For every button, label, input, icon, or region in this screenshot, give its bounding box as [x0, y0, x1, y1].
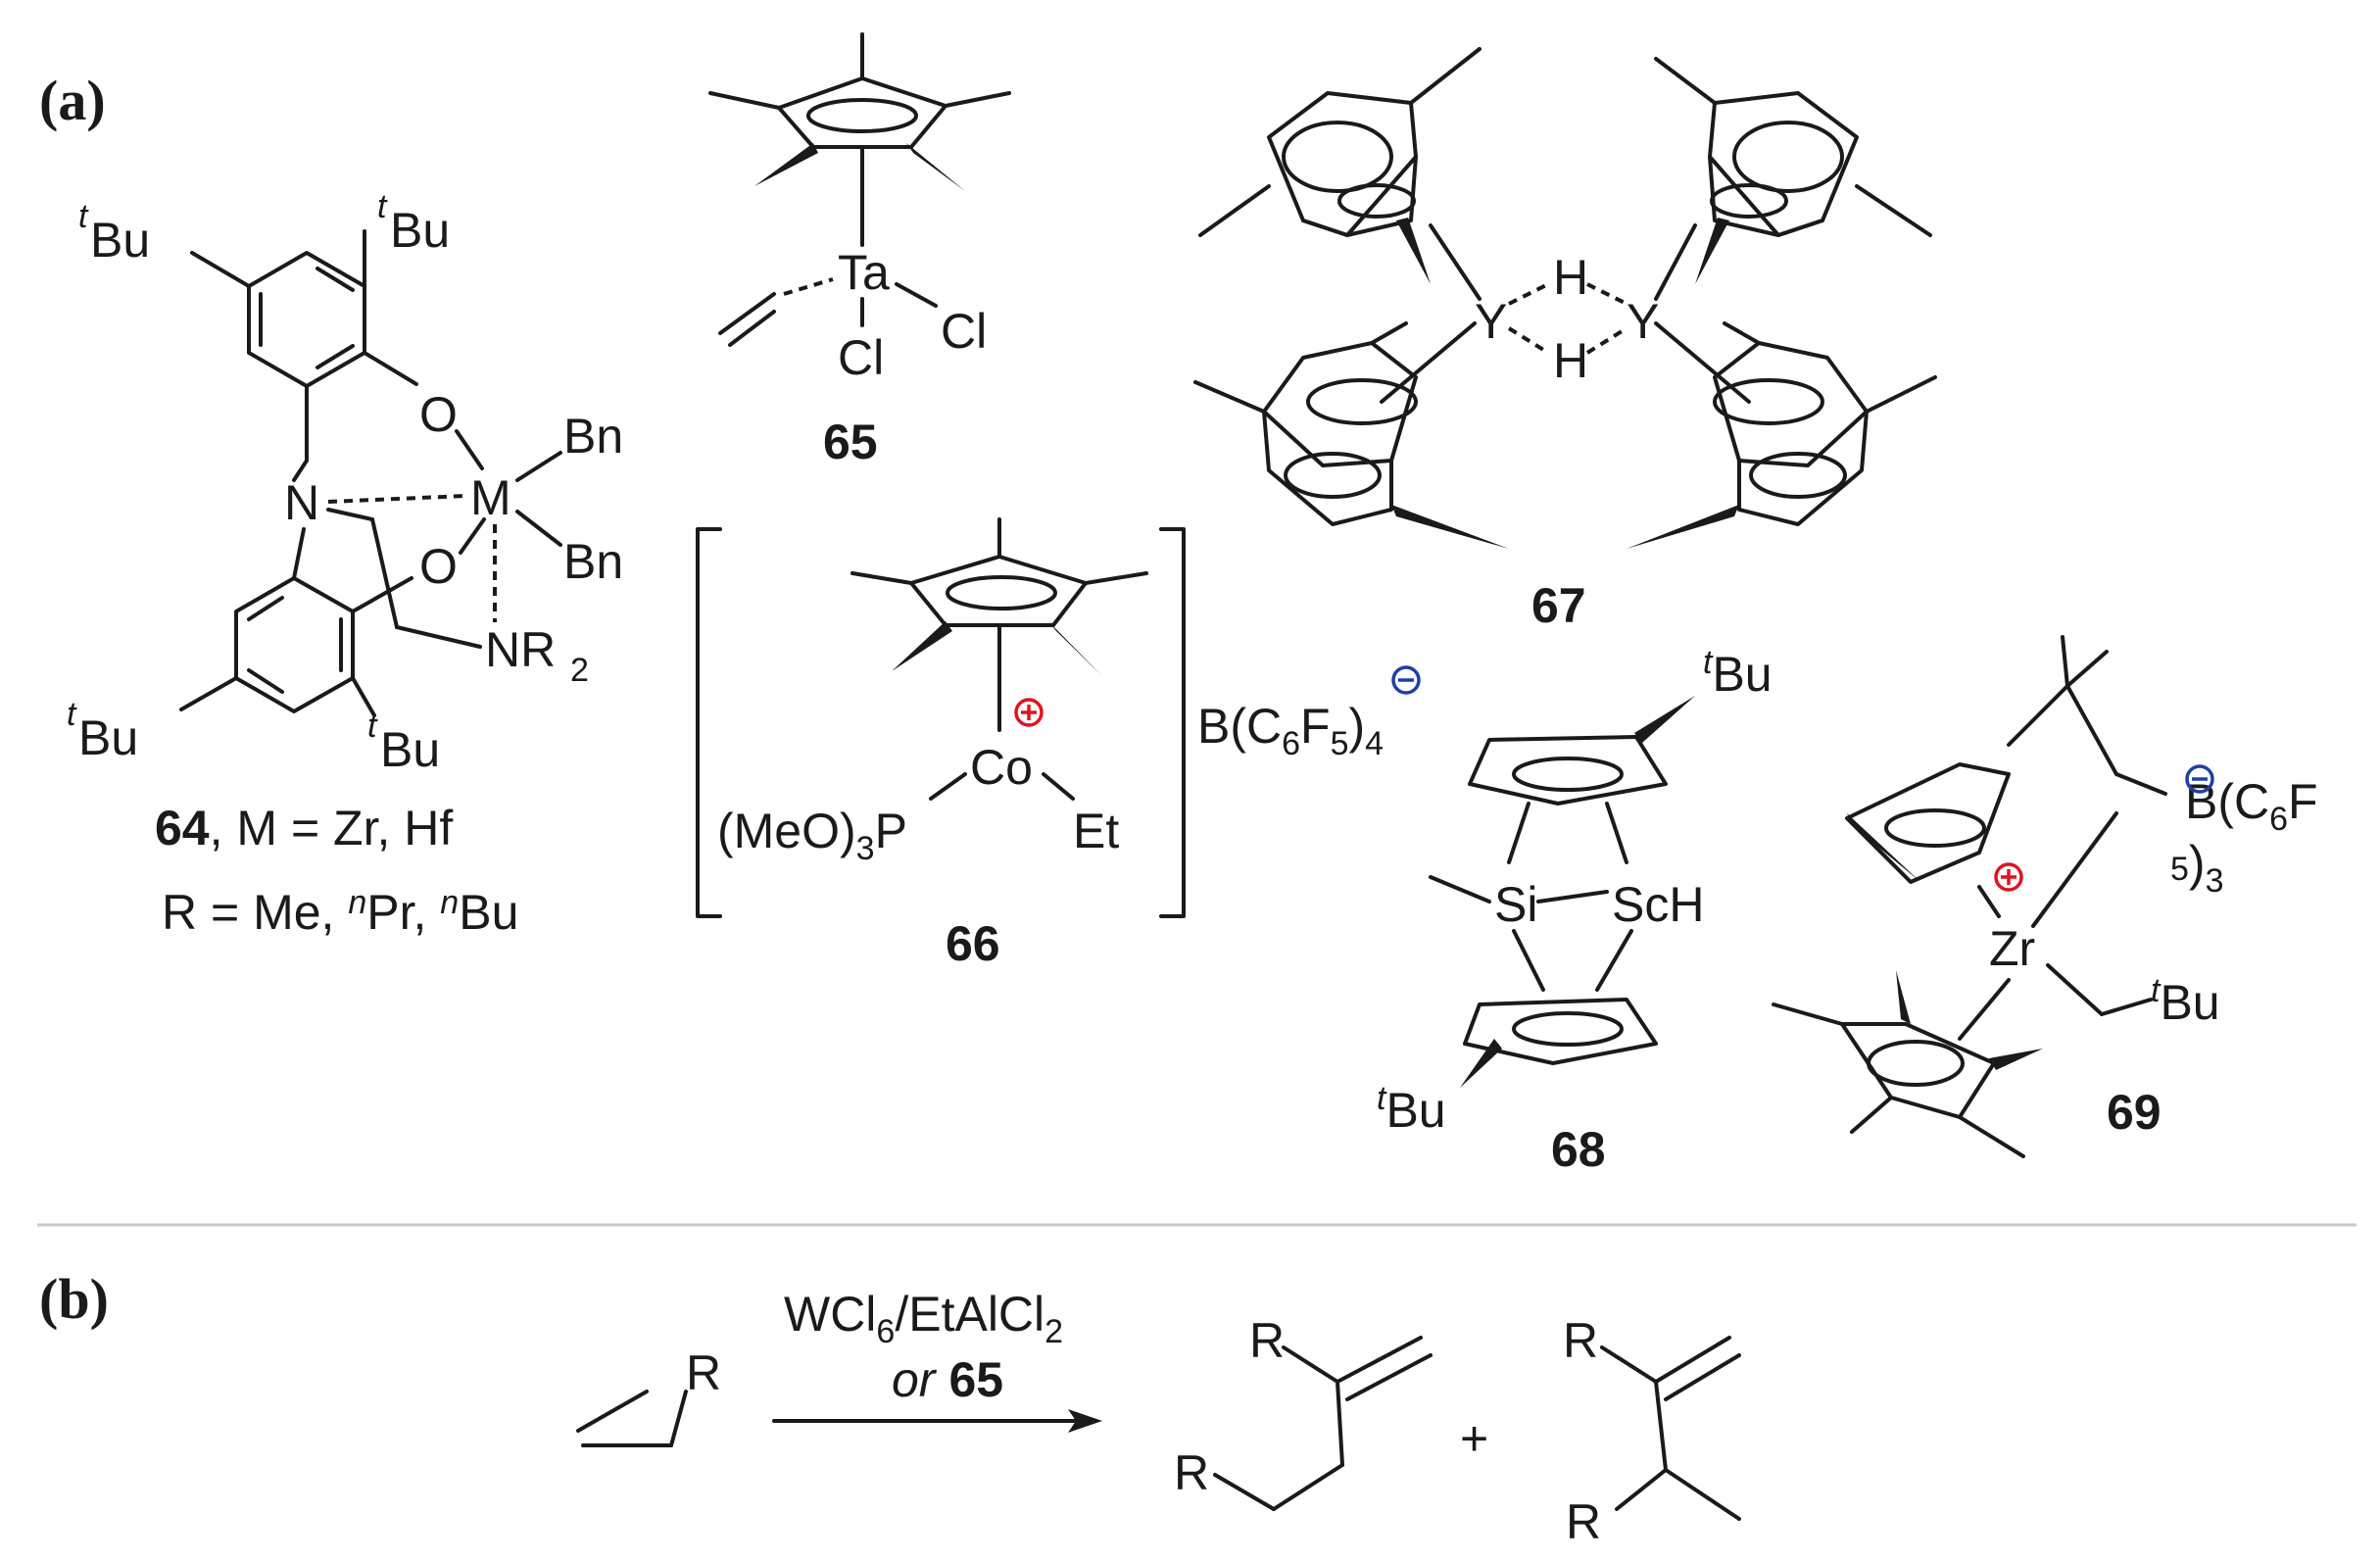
arrow-head-icon — [1068, 1409, 1102, 1433]
svg-text:Bu: Bu — [390, 203, 450, 258]
svg-text:Bu: Bu — [78, 710, 138, 765]
panel-a-label: (a) — [39, 69, 106, 132]
product2-R-top: R — [1563, 1313, 1598, 1368]
anion-borate: B(C6F5)4 — [1197, 699, 1384, 762]
compound-66-number: 66 — [946, 916, 1000, 971]
aryl-ring-bottom — [234, 576, 355, 713]
boron-substituent: B(C6F — [2185, 774, 2318, 838]
compound-64: O M Bn Bn N O NR 2 t Bu t Bu — [67, 188, 623, 940]
compound-69: B(C6F 5)3 Zr tBu 69 — [1772, 635, 2318, 1158]
svg-text:t: t — [67, 696, 77, 733]
boron-substituent-line2: 5)3 — [2170, 836, 2224, 900]
atom-O-bottom: O — [419, 539, 458, 594]
product1-R-bottom: R — [1174, 1445, 1209, 1500]
compound-68-number: 68 — [1551, 1122, 1606, 1177]
ligand-ethyl: Et — [1073, 804, 1119, 858]
cp-star-ring-66 — [909, 555, 1088, 627]
atom-Ta: Ta — [838, 245, 890, 300]
atom-Si: Si — [1494, 877, 1537, 932]
svg-text:Bu: Bu — [90, 213, 150, 268]
atom-M: M — [470, 470, 511, 525]
atom-ScH: ScH — [1612, 877, 1704, 932]
compound-69-number: 69 — [2107, 1085, 2161, 1140]
reagent-line-1: WCl6/EtAlCl2 — [784, 1287, 1063, 1350]
atom-Y-right: Y — [1627, 294, 1659, 349]
compound-65: Ta Cl Cl 65 — [708, 32, 1011, 469]
panel-b-label: (b) — [39, 1267, 109, 1331]
compound-64-R-caption: R = Me, nPr, nBu — [162, 884, 518, 940]
atom-Co: Co — [970, 740, 1033, 795]
svg-text:t: t — [367, 708, 378, 745]
tBu-69: tBu — [2151, 972, 2220, 1030]
compound-67-number: 67 — [1531, 578, 1586, 633]
tBu-68-bottom: tBu — [1377, 1080, 1446, 1138]
compound-65-number: 65 — [823, 415, 878, 469]
atom-Y-left: Y — [1475, 294, 1507, 349]
atom-Zr: Zr — [1989, 921, 2035, 976]
tBu-top-left: t Bu — [78, 198, 150, 268]
atom-H-bottom: H — [1553, 333, 1588, 388]
negative-charge-icon — [1391, 665, 1421, 695]
plus-sign: + — [1460, 1411, 1488, 1466]
atom-H-top: H — [1553, 250, 1588, 305]
atom-Cl-2: Cl — [941, 304, 987, 359]
compound-66: Co (MeO)3P Et 66 B(C6F5)4 — [696, 517, 1421, 971]
bracket-left — [696, 527, 722, 918]
tBu-top-right: t Bu — [377, 188, 450, 258]
compound-67: Y Y H H 67 — [1193, 47, 1937, 633]
atom-Bn-bottom: Bn — [563, 534, 623, 589]
aryl-ring-top — [247, 251, 366, 388]
ligand-phosphite: (MeO)3P — [717, 804, 907, 867]
compound-64-caption: 64, M = Zr, Hf — [155, 801, 453, 855]
negative-charge-icon-69 — [2185, 764, 2214, 794]
cp-star-ring-65 — [777, 76, 947, 149]
svg-text:t: t — [78, 198, 89, 235]
tBu-bottom-left: t Bu — [67, 696, 138, 765]
atom-N: N — [284, 475, 319, 530]
atom-Cl-1: Cl — [838, 330, 884, 385]
substrate-R: R — [686, 1345, 721, 1400]
tBu-bottom-right: t Bu — [367, 708, 440, 777]
atom-Bn-top: Bn — [563, 409, 623, 464]
product1-R-top: R — [1249, 1313, 1285, 1368]
tBu-68-top: tBu — [1703, 644, 1773, 702]
positive-charge-icon — [1014, 698, 1044, 727]
positive-charge-icon-69 — [1994, 862, 2023, 892]
atom-NR2: NR — [485, 622, 556, 677]
bracket-right — [1159, 527, 1186, 918]
compound-68: tBu Si ScH tBu 68 — [1377, 644, 1773, 1177]
svg-text:t: t — [377, 188, 388, 225]
product2-R-bottom: R — [1566, 1494, 1601, 1549]
svg-text:Bu: Bu — [380, 722, 440, 777]
atom-O-top: O — [419, 387, 458, 442]
svg-text:2: 2 — [570, 652, 589, 689]
